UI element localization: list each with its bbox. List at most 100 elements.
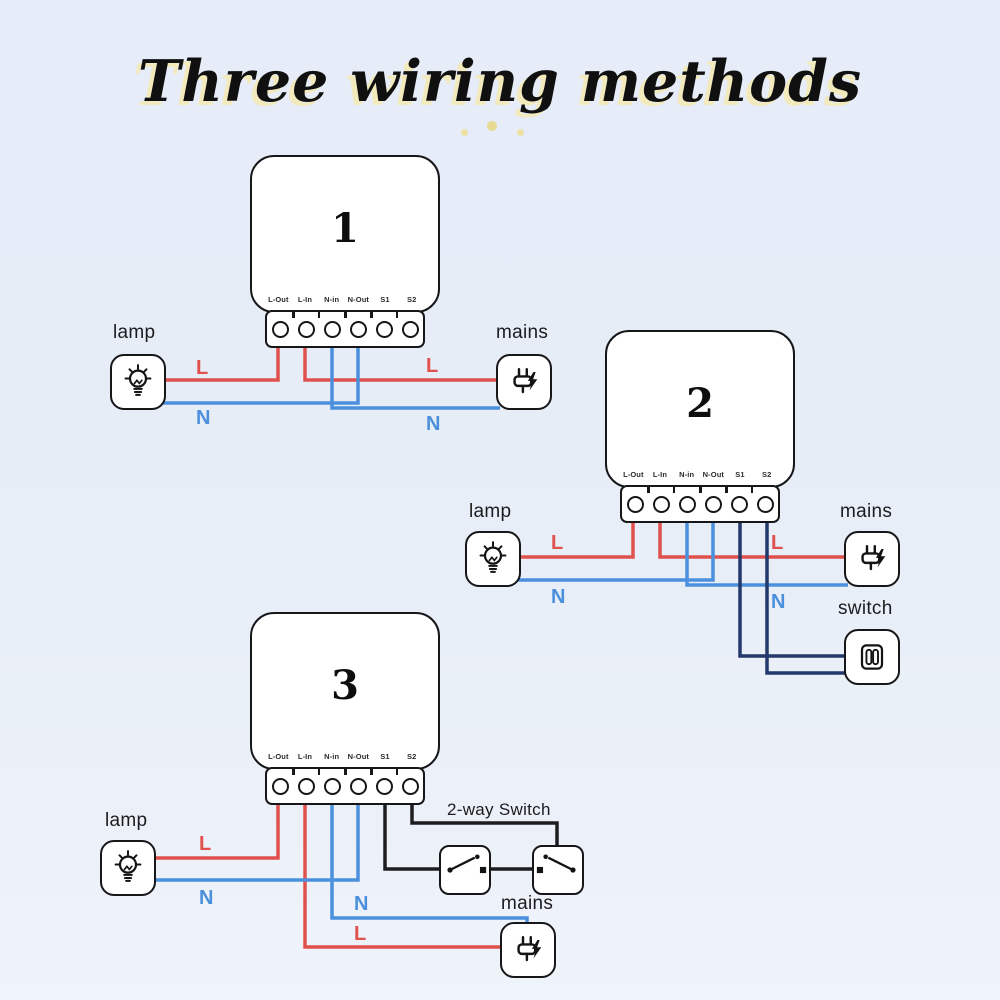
terminal-label: L-In [652,470,668,479]
module-number: 3 [331,662,359,709]
terminal-port [375,320,393,338]
wire-d1-lamp-neutral [162,346,360,405]
decor-dot [487,121,497,131]
mains-box [496,354,552,410]
terminal-label: S1 [735,470,745,479]
wire-d3-lamp-live [152,803,280,860]
wire-d3-lamp-neutral [152,803,360,882]
power-plug-bolt-icon [861,545,886,571]
terminal-labels: L-Out L-In N-in N-Out S1 S2 [265,752,425,761]
wire-d3-mains-neutral [330,803,529,928]
wire-d2-s1 [738,521,848,658]
wire-label-neutral: N [196,407,210,429]
wire-d2-lamp-live [517,521,635,559]
terminal-port [401,320,419,338]
terminal-label: L-Out [623,470,644,479]
terminal-port [678,495,696,513]
lamp-box [465,531,521,587]
terminal-label: N-in [324,295,340,304]
terminal-label: S2 [406,752,417,761]
page-title: Three wiring methods [137,48,863,115]
wire-label-live: L [426,355,438,377]
terminal-labels: L-Out L-In N-in N-Out S1 S2 [265,295,425,304]
two-way-switch-right-box [532,845,584,895]
terminal-port [756,495,774,513]
wire-label-neutral: N [354,893,368,915]
wire-d2-s2 [765,521,848,675]
power-plug-bolt-icon [513,368,538,394]
terminal-label: S2 [761,470,772,479]
strip-tick [344,768,347,775]
wire-label-live: L [771,532,783,554]
strip-tick [672,486,676,493]
decor-dot [461,129,468,136]
terminal-port [323,320,341,338]
terminal-strip-2 [620,485,780,523]
smart-switch-module-1: 1 L-Out L-In N-in N-Out S1 S2 [250,155,440,313]
lamp-label: lamp [469,501,512,522]
lamp-label: lamp [113,322,156,343]
strip-tick [725,486,728,493]
module-number: 2 [686,380,714,427]
two-way-toggle-icon [447,854,487,874]
terminal-labels: L-Out L-In N-in N-Out S1 S2 [620,470,780,479]
lamp-box [100,840,156,896]
lamp-label: lamp [105,810,148,831]
wire-d2-mains-live [658,521,848,559]
wire-d2-mains-neutral [685,521,848,587]
wire-label-live: L [551,532,563,554]
terminal-port [730,495,748,513]
strip-tick [750,486,754,493]
strip-tick [395,768,399,775]
terminal-port [704,495,722,513]
lightbulb-icon [124,364,152,396]
terminal-port [626,495,644,513]
strip-tick [317,768,321,775]
terminal-label: L-Out [268,295,289,304]
terminal-label: N-Out [347,295,369,304]
terminal-strip-1 [265,310,425,348]
strip-tick [370,768,373,775]
terminal-port [375,777,393,795]
mains-label: mains [496,322,549,343]
wire-label-live: L [354,923,366,945]
lightbulb-icon [479,541,507,573]
terminal-port [297,320,315,338]
decor-dot [517,129,524,136]
wire-label-live: L [199,833,211,855]
terminal-label: L-In [297,752,313,761]
terminal-label: S1 [380,752,390,761]
terminal-label: L-Out [268,752,289,761]
wire-label-neutral: N [199,887,213,909]
power-plug-bolt-icon [517,936,542,962]
smart-switch-module-2: 2 L-Out L-In N-in N-Out S1 S2 [605,330,795,488]
terminal-port [349,320,367,338]
lamp-box [110,354,166,410]
terminal-port [297,777,315,795]
wire-label-neutral: N [426,413,440,435]
terminal-label: N-Out [347,752,369,761]
terminal-label: S2 [406,295,417,304]
strip-tick [647,486,650,493]
terminal-port [401,777,419,795]
terminal-label: N-in [679,470,695,479]
strip-tick [395,311,399,318]
wire-label-neutral: N [771,591,785,613]
terminal-label: L-In [297,295,313,304]
terminal-port [652,495,670,513]
wire-d1-mains-live [303,346,500,382]
terminal-label: N-Out [702,470,724,479]
strip-tick [370,311,373,318]
switch-label: switch [838,598,893,619]
wire-d1-mains-neutral [330,346,500,410]
module-number: 1 [331,205,359,252]
two-way-switch-label: 2-way Switch [447,800,551,819]
lightbulb-icon [114,850,142,882]
terminal-port [323,777,341,795]
switch-box [844,629,900,685]
strip-tick [344,311,347,318]
mains-box [500,922,556,978]
wire-label-neutral: N [551,586,565,608]
strip-tick [699,486,702,493]
